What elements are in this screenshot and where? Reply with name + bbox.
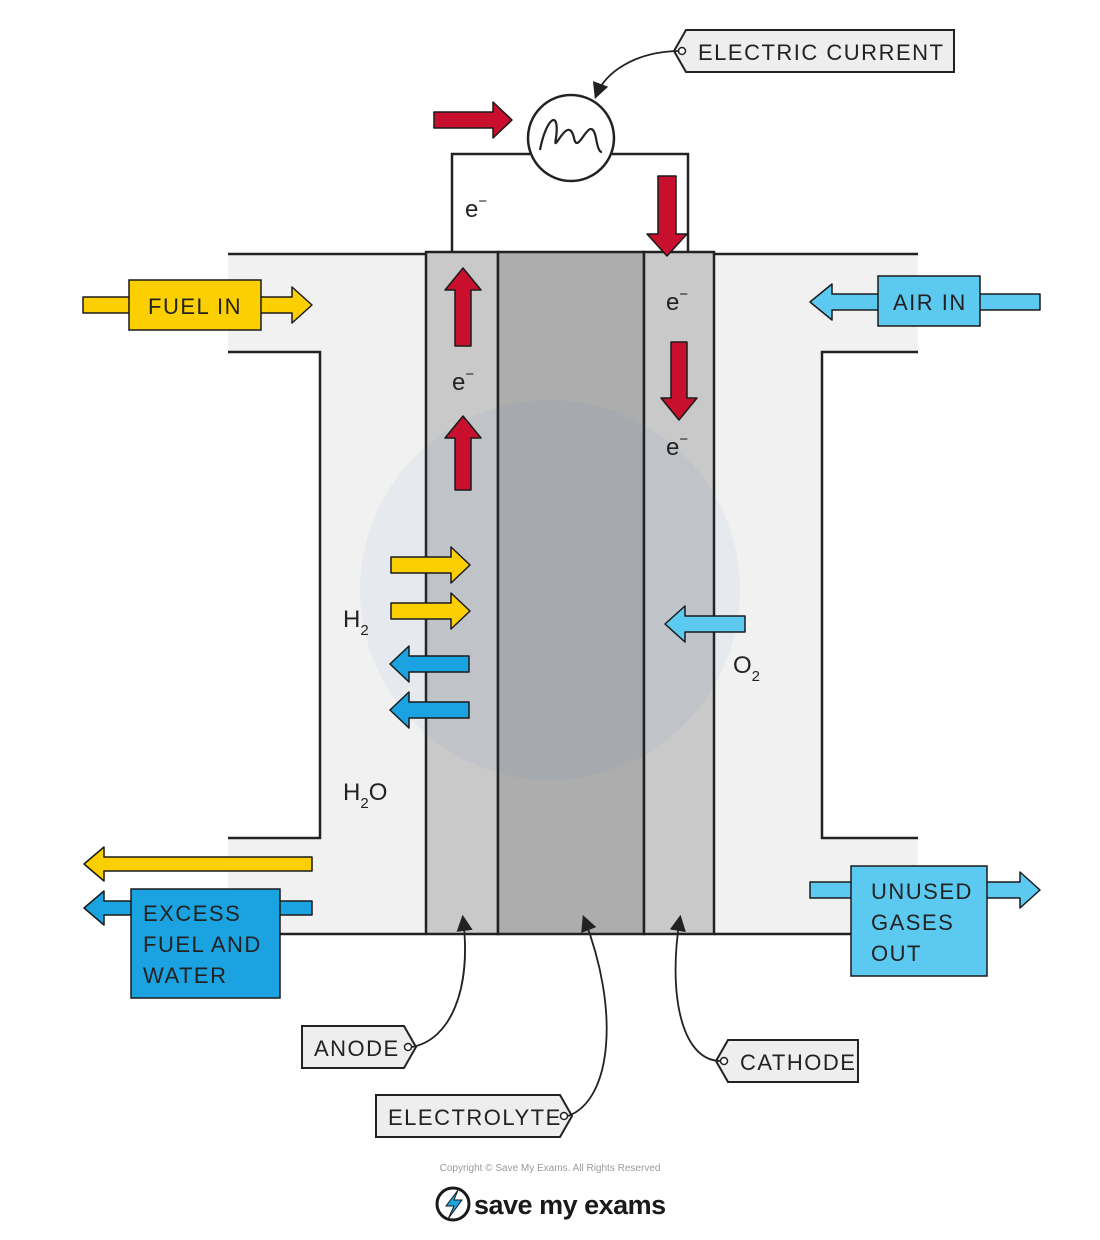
cathode-chamber [714, 254, 918, 934]
blue-arrow-water-1 [389, 645, 470, 683]
fuel-cell-body [228, 250, 918, 936]
blue-arrow-water-2 [389, 691, 470, 729]
electrolyte-layer [496, 250, 646, 936]
hydrogen-label: H2 [343, 606, 369, 639]
fuel-in-label: FUEL IN [148, 294, 242, 319]
electron-flow-arrows [433, 101, 698, 491]
electron-label-cathode-1: e− [666, 286, 688, 316]
red-arrow-up-anode-2 [444, 415, 482, 491]
lamp-icon [526, 93, 616, 183]
excess-label-line1: EXCESS [143, 901, 241, 926]
excess-label-line3: WATER [143, 963, 228, 988]
electric-current-label: ELECTRIC CURRENT [698, 40, 944, 65]
external-circuit [450, 93, 690, 252]
anode-layer [424, 250, 500, 936]
unused-label-line3: OUT [871, 941, 922, 966]
air-in-label: AIR IN [893, 290, 967, 315]
air-in-box: AIR IN [877, 275, 981, 327]
water-label: H2O [343, 779, 387, 812]
electron-label-circuit: e− [465, 193, 487, 223]
anode-chamber [228, 254, 426, 934]
unused-label-line2: GASES [871, 910, 954, 935]
species-labels: e− e− e− e− H2 O2 H2O [343, 193, 760, 812]
anode-tag: ANODE [301, 914, 473, 1069]
electron-label-anode: e− [452, 366, 474, 396]
unused-gases-box: UNUSED GASES OUT [850, 865, 988, 977]
fuel-in-box: FUEL IN [128, 279, 262, 331]
electric-current-tag: ELECTRIC CURRENT [592, 29, 955, 100]
oxygen-label: O2 [733, 652, 760, 685]
unused-label-line1: UNUSED [871, 879, 973, 904]
copyright-text: Copyright © Save My Exams. All Rights Re… [440, 1163, 661, 1174]
red-arrow-up-anode-1 [444, 267, 482, 347]
footer: Copyright © Save My Exams. All Rights Re… [435, 1163, 666, 1222]
excess-fuel-water-box: EXCESS FUEL AND WATER [130, 888, 281, 999]
yellow-arrow-h2-2 [390, 592, 471, 630]
electrolyte-tag: ELECTROLYTE [375, 914, 608, 1138]
brand-logo: save my exams [435, 1186, 666, 1222]
red-arrow-down-cathode [660, 341, 698, 421]
electron-label-cathode-2: e− [666, 431, 688, 461]
yellow-arrow-h2-1 [390, 546, 471, 584]
electrolyte-label: ELECTROLYTE [388, 1105, 562, 1130]
excess-fuel-arrow [83, 846, 313, 882]
light-blue-arrow-o2 [664, 605, 746, 643]
watermark-logo [360, 400, 740, 780]
cathode-label: CATHODE [740, 1050, 856, 1075]
red-arrow-down-circuit [646, 175, 688, 257]
cathode-tag: CATHODE [669, 914, 859, 1083]
brand-name: save my exams [474, 1190, 666, 1220]
excess-label-line2: FUEL AND [143, 932, 262, 957]
red-arrow-right-top [433, 101, 513, 139]
anode-label: ANODE [314, 1036, 400, 1061]
